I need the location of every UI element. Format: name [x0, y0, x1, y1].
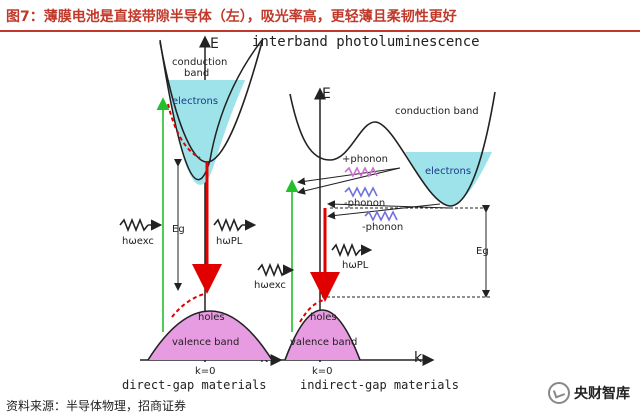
figure-title: 图7：薄膜电池是直接带隙半导体（左），吸光率高，更轻薄且柔韧性更好: [6, 9, 457, 25]
right-minus-phonon-label-1: -phonon: [344, 198, 385, 209]
right-emission-label: hωPL: [342, 260, 369, 271]
right-phonon-arrow-3: [327, 203, 441, 220]
right-caption: indirect-gap materials: [300, 378, 459, 392]
source-note: 资料来源：半导体物理，招商证券: [6, 399, 187, 413]
right-valence-band-curve: [284, 309, 361, 361]
right-plus-phonon-label: +phonon: [342, 154, 388, 165]
right-emission-photon: [331, 242, 361, 258]
band-diagram: interband photoluminescence E k conducti…: [119, 34, 496, 392]
right-phonon-arrow-1: [297, 167, 401, 186]
right-conduction-label: conduction band: [395, 106, 479, 117]
right-minus-phonon-label-2: -phonon: [362, 222, 403, 233]
right-phonon-arrow-4: [327, 200, 451, 209]
watermark-text: 央财智库: [574, 386, 630, 402]
right-minus-phonon-wave-2: [364, 210, 398, 222]
right-conduction-band-curve: [289, 91, 496, 207]
left-emission-label: hωPL: [216, 236, 243, 247]
left-gap-label: Eg: [172, 224, 185, 235]
left-excitation-label: hωexc: [122, 236, 154, 247]
left-conduction-label-1: conduction: [172, 57, 227, 68]
diagram-heading: interband photoluminescence: [252, 34, 480, 50]
right-holes-label: holes: [310, 312, 337, 323]
left-hole-relax-path: [171, 293, 205, 318]
right-phonon-arrow-2: [297, 167, 401, 195]
right-excitation-photon: [257, 262, 287, 278]
right-electrons-fill: [405, 152, 492, 206]
left-valence-label: valence band: [172, 337, 239, 348]
wechat-icon: [548, 382, 570, 404]
right-k0-label: k=0: [312, 366, 333, 377]
right-minus-phonon-wave-1: [344, 186, 378, 198]
right-excitation-label: hωexc: [254, 280, 286, 291]
left-conduction-label-2: band: [184, 68, 209, 79]
left-caption: direct-gap materials: [122, 378, 267, 392]
right-plus-phonon-wave: [344, 166, 378, 178]
left-e-label: E: [210, 36, 219, 52]
right-electrons-label: electrons: [425, 166, 471, 177]
right-e-label: E: [322, 86, 331, 102]
right-k-label: k: [414, 350, 423, 366]
watermark: 央财智库: [548, 382, 630, 404]
left-valence-band-curve: [147, 310, 273, 361]
left-excitation-photon: [119, 217, 149, 233]
left-emission-photon: [213, 217, 243, 233]
title-rule: [0, 30, 640, 32]
right-gap-label: Eg: [476, 246, 489, 257]
left-k0-label: k=0: [195, 366, 216, 377]
left-holes-label: holes: [198, 312, 225, 323]
left-electrons-label: electrons: [172, 96, 218, 107]
right-valence-label: valence band: [290, 337, 357, 348]
left-relaxation-path: [167, 103, 201, 159]
right-hole-relax-path: [299, 299, 325, 323]
